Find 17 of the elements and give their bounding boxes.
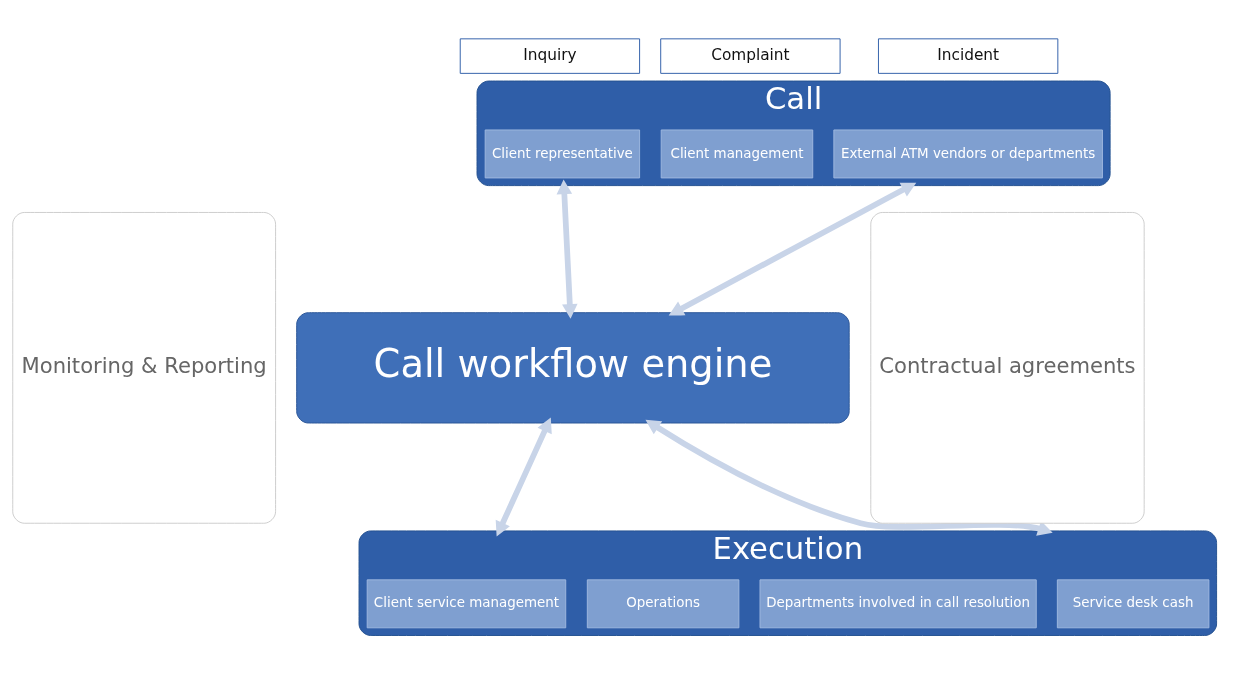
node-box: Complaint (660, 37, 841, 74)
node-box: Service desk cash (1056, 578, 1210, 628)
node-box: Contractual agreements (870, 211, 1145, 524)
arrow (556, 178, 578, 319)
node-box: Inquiry (459, 37, 641, 74)
node-box: Monitoring & Reporting (12, 211, 277, 524)
node-box: Operations (586, 578, 740, 628)
node-box: External ATM vendors or departments (833, 129, 1103, 178)
arrow (668, 182, 917, 315)
arrow (495, 416, 552, 537)
node-box: Incident (878, 37, 1059, 74)
node-box: Client management (660, 129, 814, 178)
arrow (645, 419, 1053, 536)
node-box: Client service management (366, 578, 567, 628)
node-box: Client representative (484, 129, 641, 178)
node-box: Departments involved in call resolution (759, 578, 1037, 628)
node-box: Call workflow engine (296, 311, 850, 423)
